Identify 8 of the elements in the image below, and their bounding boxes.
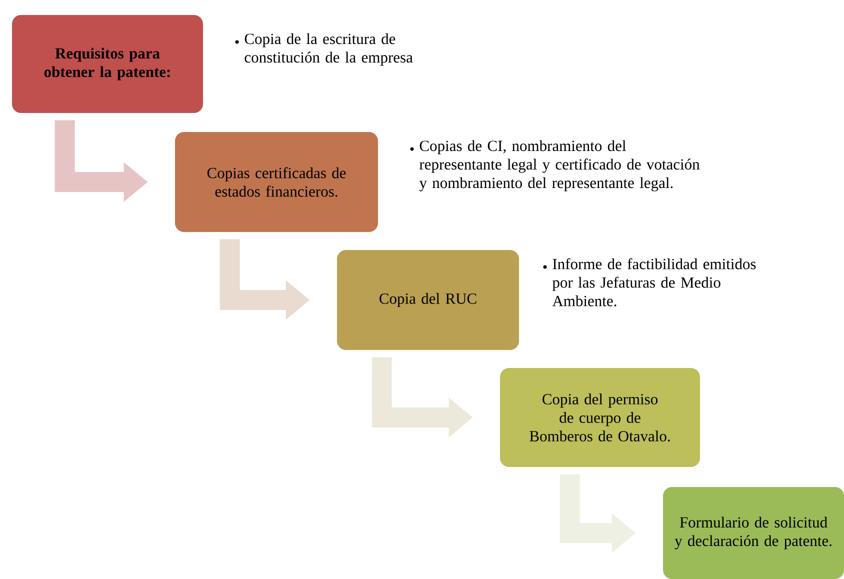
process-box: Copia del permiso de cuerpo de Bomberos de Otavalo. — [500, 368, 700, 467]
bullet-text: Copias de CI, nombramiento del representante legal y certificado de votación y nombramiento del representante legal. — [419, 140, 700, 192]
process-box: Copia del RUC — [337, 250, 519, 350]
process-box: Requisitos para obtener la patente: — [12, 15, 203, 113]
bullet-text: Copia de la escritura de constitución de la empresa — [244, 33, 413, 66]
process-box: Copias certificadas de estados financieros. — [175, 132, 378, 232]
bullet-text: Informe de factibilidad emitidos por las Jefaturas de Medio Ambiente. — [552, 258, 756, 306]
process-box: Formulario de solicitud y declaración de patente. — [663, 487, 844, 579]
